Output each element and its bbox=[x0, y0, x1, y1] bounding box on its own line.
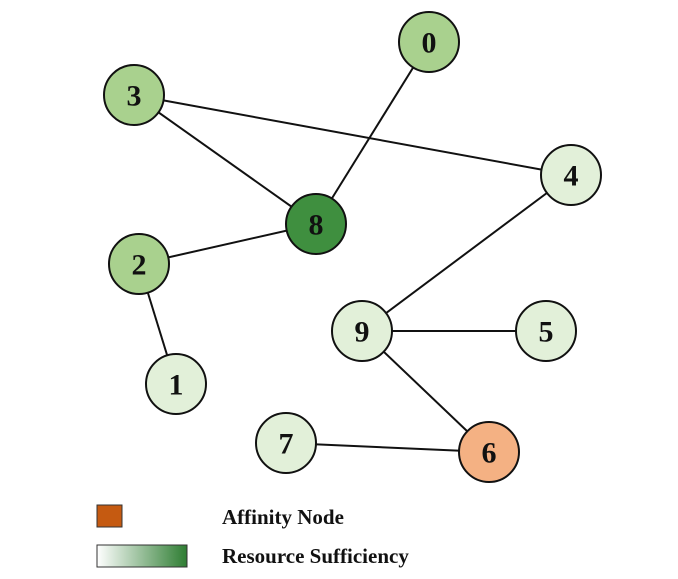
node-5: 5 bbox=[515, 300, 577, 362]
node-2-circle bbox=[108, 233, 170, 295]
node-3-label: 3 bbox=[127, 80, 142, 113]
node-2-label: 2 bbox=[132, 249, 147, 282]
node-7-label: 7 bbox=[279, 428, 294, 461]
node-4-label: 4 bbox=[564, 160, 579, 193]
node-9: 9 bbox=[331, 300, 393, 362]
edge-0-8 bbox=[315, 41, 430, 225]
affinity-node-label: Affinity Node bbox=[222, 505, 344, 529]
node-8-circle bbox=[285, 193, 347, 255]
node-6-label: 6 bbox=[482, 437, 497, 470]
node-3: 3 bbox=[103, 64, 165, 126]
resource-sufficiency-label: Resource Sufficiency bbox=[222, 544, 409, 568]
node-layer: 0 1 2 3 4 5 6 7 8 9 bbox=[103, 11, 602, 483]
resource-sufficiency-gradient bbox=[96, 544, 188, 568]
edge-3-8 bbox=[133, 94, 317, 225]
node-8-label: 8 bbox=[309, 209, 324, 242]
node-0-label: 0 bbox=[422, 27, 437, 60]
edge-4-9 bbox=[361, 174, 572, 332]
node-0-circle bbox=[398, 11, 460, 73]
node-9-label: 9 bbox=[355, 316, 370, 349]
edge-7-6 bbox=[285, 442, 490, 453]
node-9-circle bbox=[331, 300, 393, 362]
node-4: 4 bbox=[540, 144, 602, 206]
node-1: 1 bbox=[145, 353, 207, 415]
edge-3-4 bbox=[133, 94, 572, 176]
node-7-circle bbox=[255, 412, 317, 474]
node-5-label: 5 bbox=[539, 316, 554, 349]
node-2: 2 bbox=[108, 233, 170, 295]
legend: Affinity Node Resource Sufficiency bbox=[96, 504, 409, 568]
node-4-circle bbox=[540, 144, 602, 206]
node-8: 8 bbox=[285, 193, 347, 255]
node-7: 7 bbox=[255, 412, 317, 474]
node-3-circle bbox=[103, 64, 165, 126]
node-5-circle bbox=[515, 300, 577, 362]
node-0: 0 bbox=[398, 11, 460, 73]
node-6-circle bbox=[458, 421, 520, 483]
affinity-swatch bbox=[96, 504, 123, 528]
node-1-circle bbox=[145, 353, 207, 415]
node-1-label: 1 bbox=[169, 369, 184, 402]
node-6: 6 bbox=[458, 421, 520, 483]
